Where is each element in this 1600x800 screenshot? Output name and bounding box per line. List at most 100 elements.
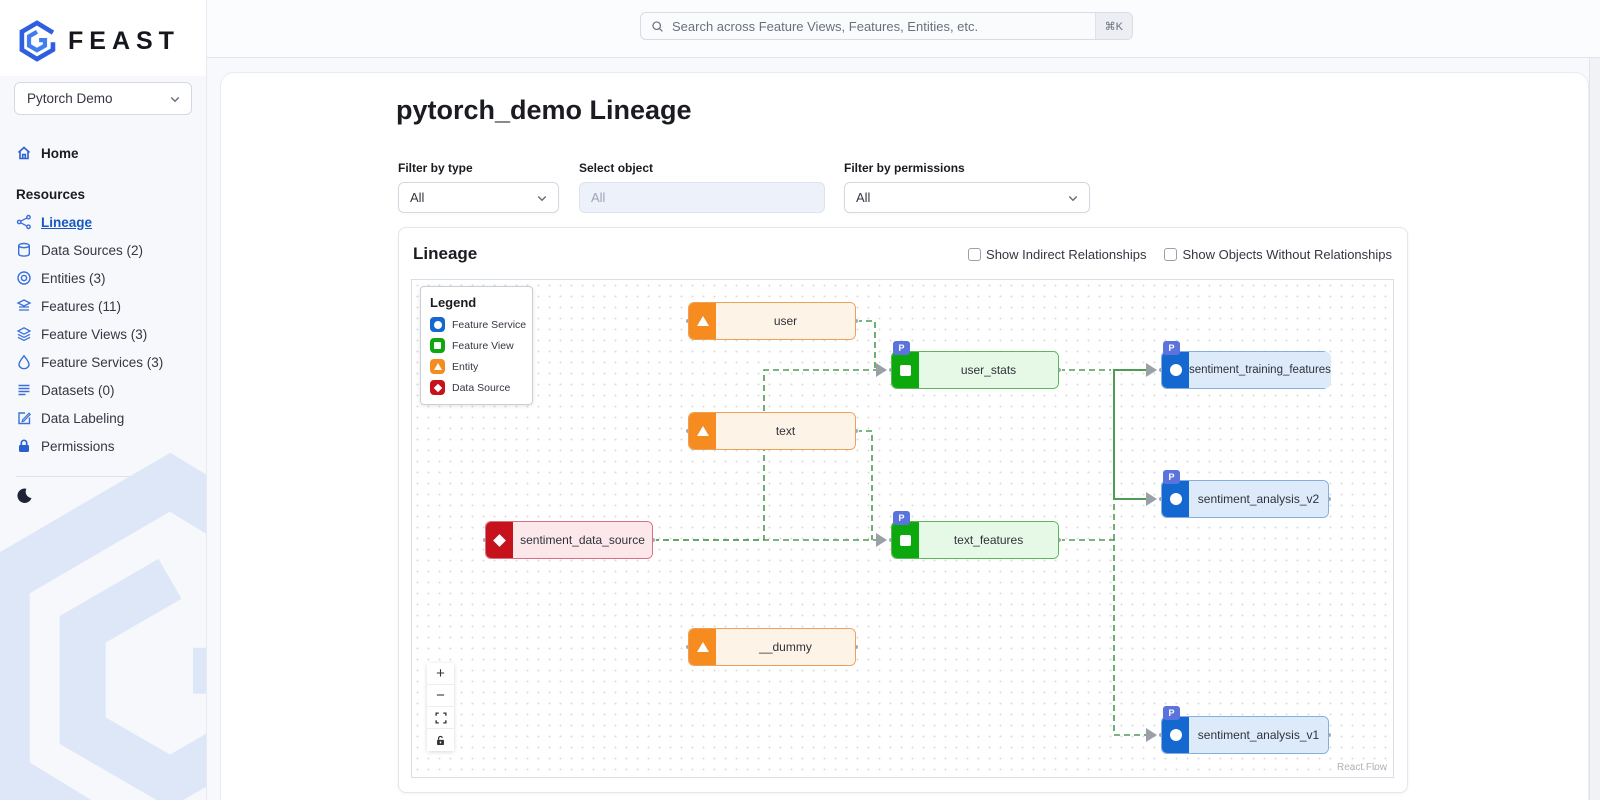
dark-mode-moon-icon[interactable] [16,487,33,504]
sidebar-resources-heading: Resources [16,187,86,202]
filter-by-permissions: Filter by permissions All [844,161,1090,213]
permissions-badge: P [893,341,910,355]
chevron-down-icon [537,195,547,201]
permissions-badge: P [893,511,910,525]
feature-service-icon [430,317,445,332]
filter-by-type-select[interactable]: All [398,182,559,213]
project-selector-value: Pytorch Demo [27,91,113,106]
sidebar-item-label: Datasets (0) [41,382,115,398]
sidebar-item-label: Entities (3) [41,270,106,286]
node-label: sentiment_training_features [1189,352,1331,388]
permissions-badge: P [1163,706,1180,720]
legend-item-data-source: Data Source [430,380,523,395]
lock-icon [19,439,29,452]
arrowhead [876,533,887,547]
sidebar-item-label: Data Labeling [41,410,125,426]
legend-title: Legend [430,295,477,310]
edge-junction-to-feature-services [1113,369,1150,500]
sidebar-item-feature-services[interactable]: Feature Services (3) [0,348,206,376]
lock-toggle-button[interactable] [427,729,454,751]
sidebar-item-data-labeling[interactable]: Data Labeling [0,404,206,432]
unlock-icon [437,735,444,745]
checkbox-box[interactable] [1164,247,1178,261]
page-title: pytorch_demo Lineage [396,95,692,125]
node-text-features[interactable]: P text_features [891,511,1059,559]
sidebar-item-lineage[interactable]: Lineage [0,208,206,236]
feature-service-icon [1162,717,1189,753]
edge-sentiment-data-source-to-user-stats [653,369,880,541]
node-label: sentiment_analysis_v2 [1189,481,1328,517]
project-selector[interactable]: Pytorch Demo [14,82,192,115]
feature-view-icon [892,522,919,558]
node-sentiment-training-features[interactable]: P sentiment_training_features [1161,341,1331,389]
zoom-out-button[interactable]: − [427,685,454,707]
select-object-label: Select object [579,161,654,175]
select-object-input[interactable] [591,190,814,205]
graph-legend: Legend Feature Service Feature View Enti… [420,286,533,405]
sidebar-item-feature-views[interactable]: Feature Views (3) [0,320,206,348]
arrowhead [1146,728,1157,742]
select-object-combobox [579,182,825,213]
filter-by-type: Filter by type All [398,161,559,213]
scrollbar-track[interactable] [1589,58,1600,800]
feature-view-icon [892,352,919,388]
show-objects-without-relationships-checkbox[interactable]: Show Objects Without Relationships [1164,247,1392,262]
sidebar-item-datasets[interactable]: Datasets (0) [0,376,206,404]
sidebar-item-label: Feature Services (3) [41,354,164,370]
feature-view-icon [430,338,445,353]
permissions-badge: P [1163,470,1180,484]
flow-controls: + − [427,663,454,751]
layers-icon [16,327,32,342]
node-label: sentiment_data_source [513,522,652,558]
sidebar-item-label: Features (11) [41,298,122,314]
data-source-icon [486,522,513,558]
entity-icon [689,629,716,665]
checkbox-label: Show Objects Without Relationships [1182,246,1392,262]
brand[interactable]: FEAST [0,0,206,76]
edge-text-features-to-sentiment-analysis-v1 [1059,539,1150,736]
search-icon [651,20,664,33]
droplet-icon [18,354,30,370]
node-user[interactable]: user [688,302,856,340]
sidebar-item-label: Data Sources (2) [41,242,144,258]
filter-by-type-value: All [410,190,425,205]
node-dummy[interactable]: __dummy [688,628,856,666]
sidebar-item-home[interactable]: Home [0,139,206,167]
node-user-stats[interactable]: P user_stats [891,341,1059,389]
edit-icon [18,412,32,425]
graph-edges [482,318,1332,742]
react-flow-attribution: React Flow [1336,762,1387,773]
fit-view-button[interactable] [427,707,454,729]
search-input[interactable] [672,18,1095,34]
filter-by-permissions-label: Filter by permissions [844,161,965,175]
filter-by-permissions-select[interactable]: All [844,182,1090,213]
data-source-icon [430,380,445,395]
arrowhead [876,363,887,377]
node-label: sentiment_analysis_v1 [1189,717,1328,753]
node-label: text [716,413,855,449]
node-sentiment-data-source[interactable]: sentiment_data_source [485,521,653,559]
zoom-in-button[interactable]: + [427,663,454,685]
filter-by-permissions-value: All [856,190,871,205]
sidebar-item-label: Permissions [41,438,115,454]
sidebar-item-features[interactable]: Features (11) [0,292,206,320]
sidebar-item-permissions[interactable]: Permissions [0,432,206,460]
legend-item-feature-service: Feature Service [430,317,526,332]
checkbox-box[interactable] [968,247,982,261]
lineage-card: Lineage Show Indirect Relationships Show… [398,227,1408,793]
legend-item-feature-view: Feature View [430,338,523,353]
lineage-graph-canvas[interactable]: Legend Feature Service Feature View Enti… [411,279,1394,778]
node-text[interactable]: text [688,412,856,450]
sidebar-item-label: Home [41,145,79,161]
features-icon [16,299,32,311]
sidebar-item-label: Lineage [41,214,93,230]
sidebar-item-entities[interactable]: Entities (3) [0,264,206,292]
sidebar-item-data-sources[interactable]: Data Sources (2) [0,236,206,264]
node-sentiment-analysis-v1[interactable]: P sentiment_analysis_v1 [1161,706,1329,754]
sidebar-nav: Home Resources Lineage Data Sources (2) … [0,125,206,460]
feast-logo-icon [19,20,56,62]
node-sentiment-analysis-v2[interactable]: P sentiment_analysis_v2 [1161,470,1329,518]
arrowhead [1146,492,1157,506]
show-indirect-relationships-checkbox[interactable]: Show Indirect Relationships [968,247,1146,262]
edge-user-to-user-stats [856,320,876,370]
